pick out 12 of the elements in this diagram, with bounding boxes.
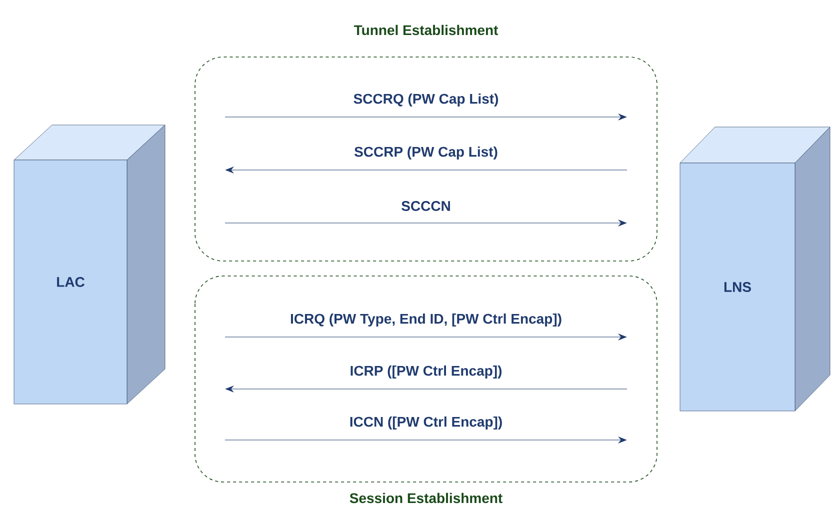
message-label: ICCN ([PW Ctrl Encap]) [350, 416, 502, 430]
message-label: SCCCN [402, 201, 450, 211]
message-label: SCCRP (PW Cap List) [354, 146, 498, 160]
dashed-group [194, 276, 658, 482]
group-title: Tunnel Establishment [354, 24, 498, 36]
group-title: Session Establishment [350, 492, 502, 504]
server-box: LNS [680, 126, 830, 412]
message-label: ICRP ([PW Ctrl Encap]) [350, 365, 502, 379]
server-box: LAC [14, 124, 166, 404]
message-label: SCCRQ (PW Cap List) [354, 93, 498, 107]
dashed-group [194, 56, 658, 262]
message-label: ICRQ (PW Type, End ID, [PW Ctrl Encap]) [290, 313, 562, 327]
